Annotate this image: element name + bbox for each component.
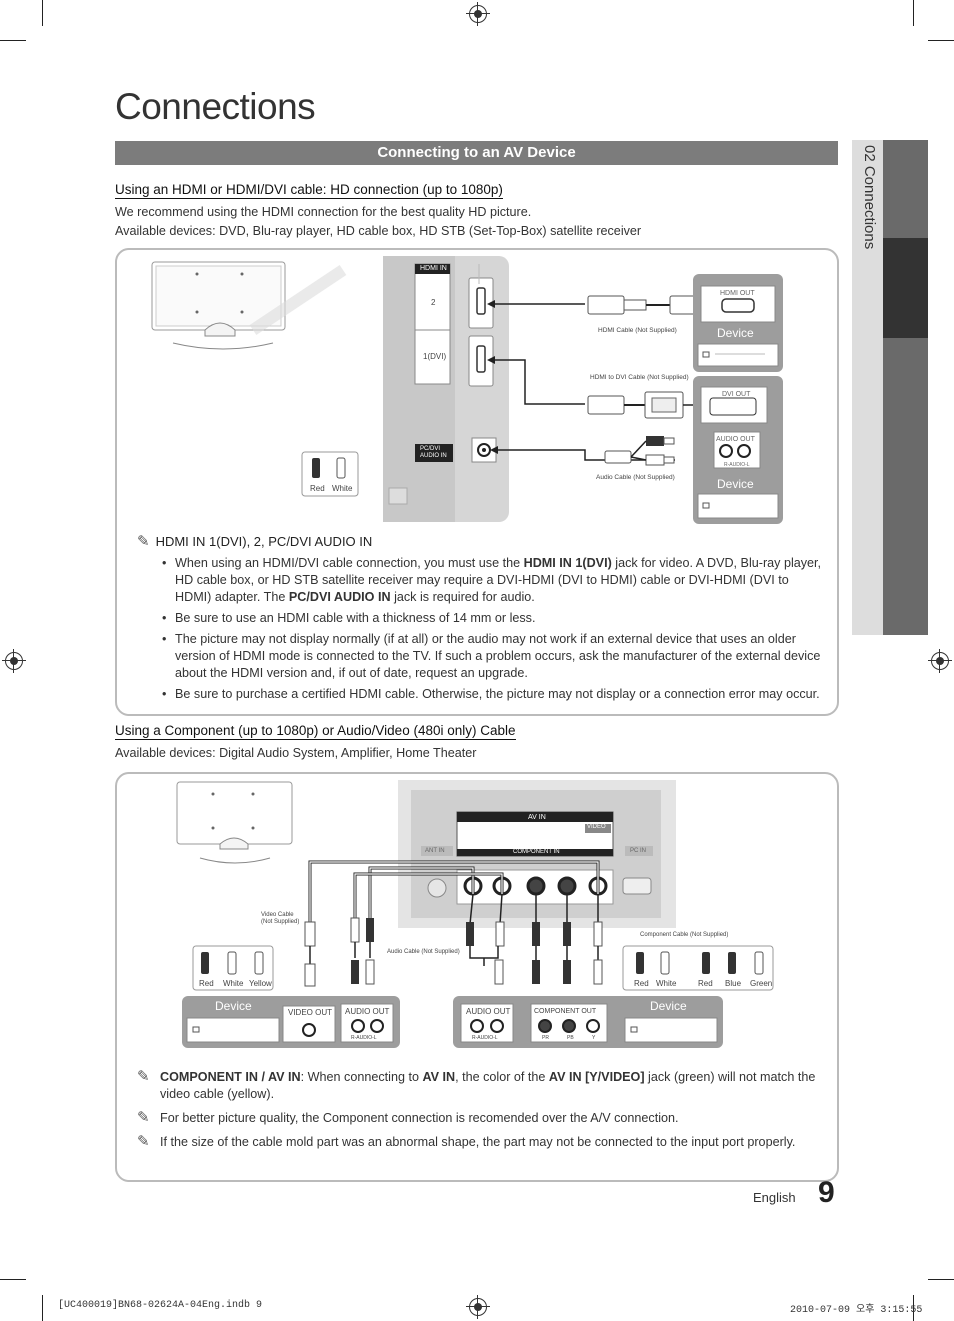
device-label-1: Device	[717, 326, 754, 340]
red-label: Red	[310, 484, 325, 493]
hdmi-dvi-cable-label: HDMI to DVI Cable (Not Supplied)	[590, 374, 689, 381]
pencil-icon: ✎	[137, 1109, 150, 1126]
print-date-info: 2010-07-09 오후 3:15:55	[790, 1305, 923, 1316]
r-audio-l-label: R-AUDIO-L	[351, 1035, 377, 1041]
crop-mark	[913, 0, 914, 26]
registration-mark	[466, 2, 490, 26]
component-diagram	[176, 780, 774, 1048]
pencil-icon: ✎	[137, 1068, 150, 1085]
dvi-out-label: DVI OUT	[722, 391, 751, 398]
component-devices: Available devices: Digital Audio System,…	[115, 746, 477, 760]
pc-in-label: PC IN	[630, 848, 647, 854]
hdmi-port-1-label: 1(DVI)	[423, 352, 447, 361]
crop-mark	[0, 1279, 26, 1280]
hdmi-devices: Available devices: DVD, Blu-ray player, …	[115, 224, 642, 238]
registration-mark	[928, 649, 952, 673]
video-label: VIDEO	[587, 824, 606, 830]
white-label: White	[656, 979, 677, 988]
component-out-label: COMPONENT OUT	[534, 1008, 597, 1015]
pencil-icon: ✎	[137, 533, 150, 550]
green-label: Green	[750, 979, 773, 988]
print-file-info: [UC400019]BN68-02624A-04Eng.indb 9	[58, 1300, 263, 1311]
audio-cable-label-2: Audio Cable (Not Supplied)	[387, 949, 460, 955]
video-cable-label: Video Cable (Not Supplied)	[261, 912, 300, 925]
pencil-icon: ✎	[137, 1133, 150, 1150]
device-label-3: Device	[215, 999, 252, 1013]
registration-mark	[466, 1295, 490, 1319]
r-audio-l-label: R-AUDIO-L	[724, 462, 750, 468]
crop-mark	[928, 40, 954, 41]
ant-in-label: ANT IN	[425, 848, 445, 854]
section-title: Connecting to an AV Device	[115, 141, 838, 165]
registration-mark	[2, 649, 26, 673]
list-item: When using an HDMI/DVI cable connection,…	[162, 555, 823, 606]
crop-mark	[928, 1279, 954, 1280]
hdmi-notes-list: When using an HDMI/DVI cable connection,…	[162, 555, 823, 707]
list-item: Be sure to purchase a certified HDMI cab…	[162, 686, 823, 703]
component-in-label: COMPONENT IN	[513, 849, 560, 855]
white-label: White	[332, 484, 353, 493]
hdmi-out-label: HDMI OUT	[720, 290, 755, 297]
device-label-4: Device	[650, 999, 687, 1013]
audio-out-label: AUDIO OUT	[466, 1007, 511, 1016]
video-out-label: VIDEO OUT	[288, 1008, 333, 1017]
page-title: Connections	[115, 86, 316, 127]
red-label: Red	[199, 979, 214, 988]
hdmi-note-title: ✎HDMI IN 1(DVI), 2, PC/DVI AUDIO IN	[137, 533, 373, 550]
audio-cable-label: Audio Cable (Not Supplied)	[596, 474, 675, 481]
av-in-label: AV IN	[528, 814, 546, 821]
device-label-2: Device	[717, 477, 754, 491]
red-label: Red	[698, 979, 713, 988]
audio-out-label: AUDIO OUT	[345, 1007, 390, 1016]
side-tab-label: 02 Connections	[861, 145, 878, 250]
audio-out-label: AUDIO OUT	[716, 436, 755, 443]
side-tab-background	[852, 140, 883, 635]
pr-label: PR	[542, 1035, 549, 1041]
side-tab-block	[883, 140, 928, 238]
r-audio-l-label: R-AUDIO-L	[472, 1035, 498, 1041]
hdmi-heading: Using an HDMI or HDMI/DVI cable: HD conn…	[115, 182, 503, 199]
crop-mark	[42, 1295, 43, 1321]
pc-dvi-audio-label: PC/DVI AUDIO IN	[420, 446, 447, 459]
component-note-3: ✎If the size of the cable mold part was …	[137, 1133, 796, 1150]
side-tab-active	[883, 238, 928, 338]
component-note-1: ✎COMPONENT IN / AV IN: When connecting t…	[137, 1068, 816, 1101]
hdmi-cable-label: HDMI Cable (Not Supplied)	[598, 327, 677, 334]
side-tab-block	[883, 338, 928, 635]
tv-illustration	[151, 261, 347, 350]
hdmi-diagram	[151, 256, 783, 524]
component-heading: Using a Component (up to 1080p) or Audio…	[115, 723, 516, 740]
page-number: 9	[818, 1176, 835, 1209]
hdmi-port-2-label: 2	[431, 298, 436, 307]
y-label: Y	[592, 1035, 596, 1041]
footer-language: English	[753, 1190, 796, 1205]
blue-label: Blue	[725, 979, 742, 988]
pb-label: PB	[567, 1035, 574, 1041]
crop-mark	[0, 40, 26, 41]
list-item: The picture may not display normally (if…	[162, 631, 823, 682]
list-item: Be sure to use an HDMI cable with a thic…	[162, 610, 823, 627]
white-label: White	[223, 979, 244, 988]
hdmi-intro: We recommend using the HDMI connection f…	[115, 205, 532, 219]
yellow-label: Yellow	[249, 979, 272, 988]
red-label: Red	[634, 979, 649, 988]
component-cable-label: Component Cable (Not Supplied)	[640, 932, 729, 938]
crop-mark	[913, 1295, 914, 1321]
crop-mark	[42, 0, 43, 26]
component-note-2: ✎For better picture quality, the Compone…	[137, 1109, 679, 1126]
hdmi-in-label: HDMI IN	[420, 265, 447, 272]
